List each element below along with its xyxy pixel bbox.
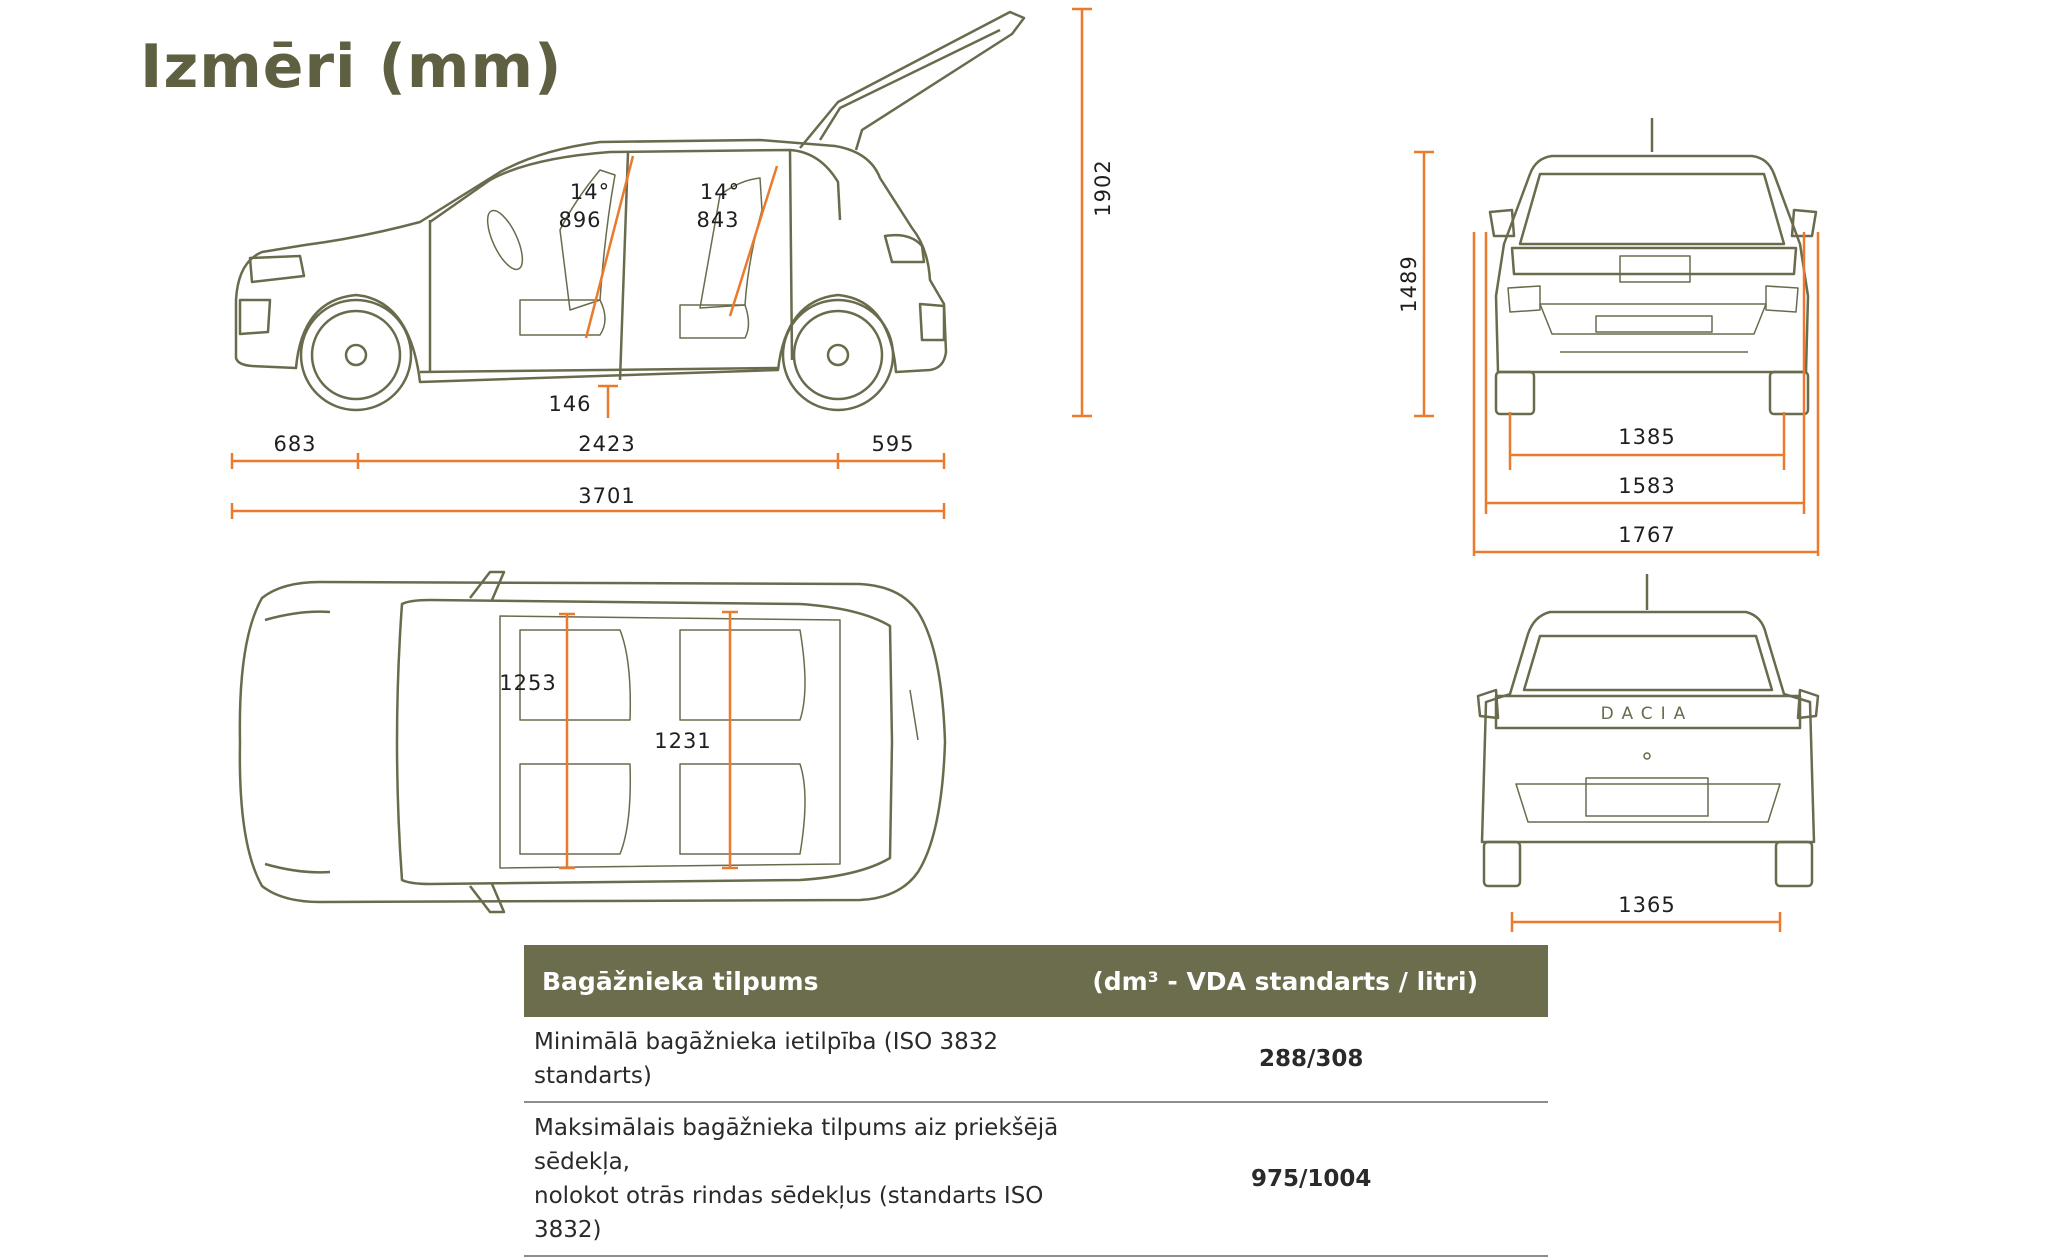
rear-brand-badge: DACIA [1601, 704, 1694, 724]
front-view-car [1488, 118, 1818, 416]
top-view-labels: 1253 1231 [499, 671, 711, 753]
rear-elbow-width: 1231 [654, 729, 711, 753]
front-overhang: 683 [273, 432, 316, 456]
width-without-mirrors: 1583 [1618, 474, 1675, 498]
table-header-row: Bagāžnieka tilpums (dm³ - VDA standarts … [524, 945, 1548, 1017]
rear-view-dimension-lines [1510, 912, 1782, 932]
front-view-labels: 1489 1385 1583 1767 [1397, 255, 1675, 547]
overall-height: 1489 [1397, 255, 1421, 312]
side-view-car [234, 10, 1026, 412]
seat-angle-rear: 14° [700, 180, 740, 204]
headroom-rear: 843 [696, 208, 739, 232]
overall-length: 3701 [578, 484, 635, 508]
row-value: 975/1004 [1074, 1102, 1548, 1257]
row-label-line: Maksimālais bagāžnieka tilpums aiz priek… [534, 1115, 1059, 1175]
boot-capacity-table: Bagāžnieka tilpums (dm³ - VDA standarts … [524, 945, 1548, 1257]
rear-track: 1365 [1618, 893, 1675, 917]
row-label-line: nolokot otrās rindas sēdekļus (standarts… [534, 1183, 1044, 1243]
page-title: Izmēri (mm) [140, 32, 563, 102]
row-value: 288/308 [1074, 1017, 1548, 1103]
dimension-drawings: 14° 896 14° 843 146 683 2423 595 3701 19… [230, 7, 1820, 932]
height-tailgate-open: 1902 [1091, 159, 1115, 216]
ground-clearance: 146 [548, 392, 591, 416]
top-view-car [238, 570, 947, 914]
front-view-dimension-lines [1414, 150, 1820, 556]
front-elbow-width: 1253 [499, 671, 556, 695]
table-row: Minimālā bagāžnieka ietilpība (ISO 3832 … [524, 1017, 1548, 1103]
table-header-right: (dm³ - VDA standarts / litri) [1074, 945, 1548, 1017]
dimensions-sheet: Izmēri (mm) [140, 7, 1820, 1257]
table-header-left: Bagāžnieka tilpums [524, 945, 1075, 1017]
rear-view-car [1476, 574, 1820, 888]
top-view-dimension-lines [559, 610, 738, 870]
headroom-front: 896 [558, 208, 601, 232]
row-label: Maksimālais bagāžnieka tilpums aiz priek… [524, 1102, 1075, 1257]
width-with-mirrors: 1767 [1618, 523, 1675, 547]
side-view-labels: 14° 896 14° 843 146 683 2423 595 3701 19… [273, 159, 1115, 508]
row-label: Minimālā bagāžnieka ietilpība (ISO 3832 … [524, 1017, 1075, 1103]
rear-overhang: 595 [871, 432, 914, 456]
seat-angle-front: 14° [570, 180, 610, 204]
front-track: 1385 [1618, 425, 1675, 449]
wheelbase: 2423 [578, 432, 635, 456]
table-row: Maksimālais bagāžnieka tilpums aiz priek… [524, 1102, 1548, 1257]
side-view-dimension-lines [230, 7, 1092, 519]
